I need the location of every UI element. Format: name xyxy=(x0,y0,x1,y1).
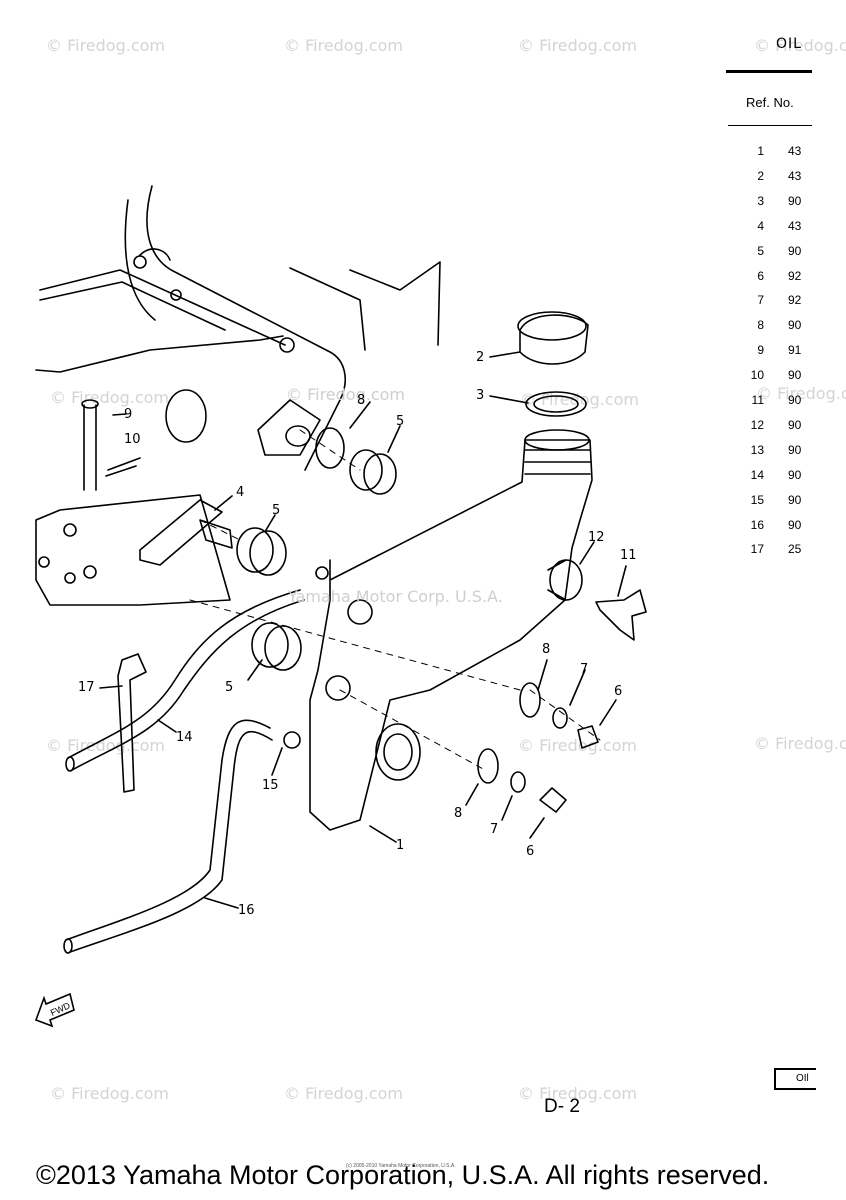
table-row: 2 43 xyxy=(746,169,816,183)
ref-number: 11 xyxy=(751,393,764,407)
part-number: 92 xyxy=(788,293,802,308)
watermark: © Firedog.com xyxy=(284,36,403,55)
part-number: 43 xyxy=(788,168,802,183)
table-row: 10 90 xyxy=(746,368,816,382)
table-row: 4 43 xyxy=(746,219,816,233)
callout: 10 xyxy=(124,432,141,447)
table-header-rule xyxy=(728,125,812,126)
ref-number: 14 xyxy=(750,467,764,482)
ref-number: 13 xyxy=(750,442,764,457)
ref-number: 16 xyxy=(750,517,764,532)
watermark: © Firedog.com xyxy=(520,390,639,409)
callout: 11 xyxy=(620,548,637,563)
callout: 12 xyxy=(588,530,605,545)
callout: 5 xyxy=(396,414,405,429)
ref-number: 7 xyxy=(757,293,764,308)
callout: 14 xyxy=(176,730,193,745)
ref-number: 15 xyxy=(750,492,764,507)
diagram-watermark: Yamaha Motor Corp. U.S.A. xyxy=(287,587,503,606)
watermark: © Firedog.com xyxy=(46,36,165,55)
ref-number: 3 xyxy=(757,193,764,208)
section-tab-label: OIl xyxy=(796,1073,809,1084)
watermark: © Firedog.com xyxy=(284,1084,403,1103)
callout: 1 xyxy=(396,838,405,853)
ref-number: 12 xyxy=(750,417,764,432)
part-number: 90 xyxy=(788,442,802,457)
callout: 5 xyxy=(272,503,281,518)
tiny-copyright: (c) 2005-2010 Yamaha Motor Corporation, … xyxy=(346,1163,456,1169)
watermark: © Firedog.com xyxy=(754,734,846,753)
table-row: 13 90 xyxy=(746,443,816,457)
part-number: 25 xyxy=(788,542,802,557)
part-number: 90 xyxy=(788,243,802,258)
callout: 15 xyxy=(262,778,279,793)
table-row: 1 43 xyxy=(746,144,816,158)
table-row: 7 92 xyxy=(746,293,816,307)
callout: 8 xyxy=(542,642,551,657)
watermark: © Firedog.com xyxy=(50,388,169,407)
part-number: 90 xyxy=(788,318,802,333)
ref-number: 4 xyxy=(757,218,764,233)
part-number: 43 xyxy=(788,218,802,233)
part-number: 90 xyxy=(788,393,802,407)
part-number: 90 xyxy=(788,492,802,507)
callout: 8 xyxy=(454,806,463,821)
ref-number: 9 xyxy=(757,343,764,358)
callout: 5 xyxy=(225,680,234,695)
table-row: 6 92 xyxy=(746,269,816,283)
ref-number: 1 xyxy=(757,144,764,158)
ref-number: 8 xyxy=(757,318,764,333)
ref-number: 6 xyxy=(757,268,764,283)
watermark: © Firedog.com xyxy=(518,736,637,755)
watermark: © Firedog.com xyxy=(50,1084,169,1103)
table-row: 8 90 xyxy=(746,318,816,332)
copyright-notice: ©2013 Yamaha Motor Corporation, U.S.A. A… xyxy=(36,1160,770,1190)
part-number: 90 xyxy=(788,517,802,532)
table-row: 3 90 xyxy=(746,194,816,208)
table-row: 12 90 xyxy=(746,418,816,432)
part-number: 90 xyxy=(788,417,802,432)
callout: 4 xyxy=(236,485,245,500)
callout: 16 xyxy=(238,903,255,918)
watermark: © Firedog.com xyxy=(756,384,846,403)
part-number: 90 xyxy=(788,467,802,482)
table-row: 5 90 xyxy=(746,244,816,258)
part-number: 90 xyxy=(788,193,802,208)
table-title: OIL xyxy=(776,36,802,52)
callout: 7 xyxy=(580,662,589,677)
watermark: © Firedog.com xyxy=(518,36,637,55)
part-number: 91 xyxy=(788,343,802,358)
diagram-watermark-fd: © Firedog.com xyxy=(286,385,405,404)
table-header-ref-no: Ref. No. xyxy=(746,95,794,110)
watermark: © Firedog.com xyxy=(754,36,846,55)
ref-number: 2 xyxy=(757,168,764,183)
callout: 7 xyxy=(490,822,499,837)
callout: 2 xyxy=(476,350,485,365)
callout: 9 xyxy=(124,407,133,422)
table-row: 11 90 xyxy=(746,393,816,407)
table-row: 9 91 xyxy=(746,343,816,357)
section-tab: OIl xyxy=(774,1068,816,1090)
ref-number: 17 xyxy=(750,542,764,557)
callout: 17 xyxy=(78,680,95,695)
watermark: © Firedog.com xyxy=(518,1084,637,1103)
ref-number: 10 xyxy=(750,368,764,383)
callout: 6 xyxy=(614,684,623,699)
callout: 8 xyxy=(357,393,366,408)
page-number: D- 2 xyxy=(544,1096,580,1117)
part-number: 92 xyxy=(788,268,802,283)
callout: 3 xyxy=(476,388,485,403)
watermark: © Firedog.com xyxy=(46,736,165,755)
table-top-rule xyxy=(726,70,812,73)
callout: 6 xyxy=(526,844,535,859)
ref-number: 5 xyxy=(757,243,764,258)
part-number: 90 xyxy=(788,368,802,383)
part-number: 43 xyxy=(788,144,802,158)
fwd-arrow-icon: FWD xyxy=(34,992,75,1028)
table-row: 14 90 xyxy=(746,468,816,482)
